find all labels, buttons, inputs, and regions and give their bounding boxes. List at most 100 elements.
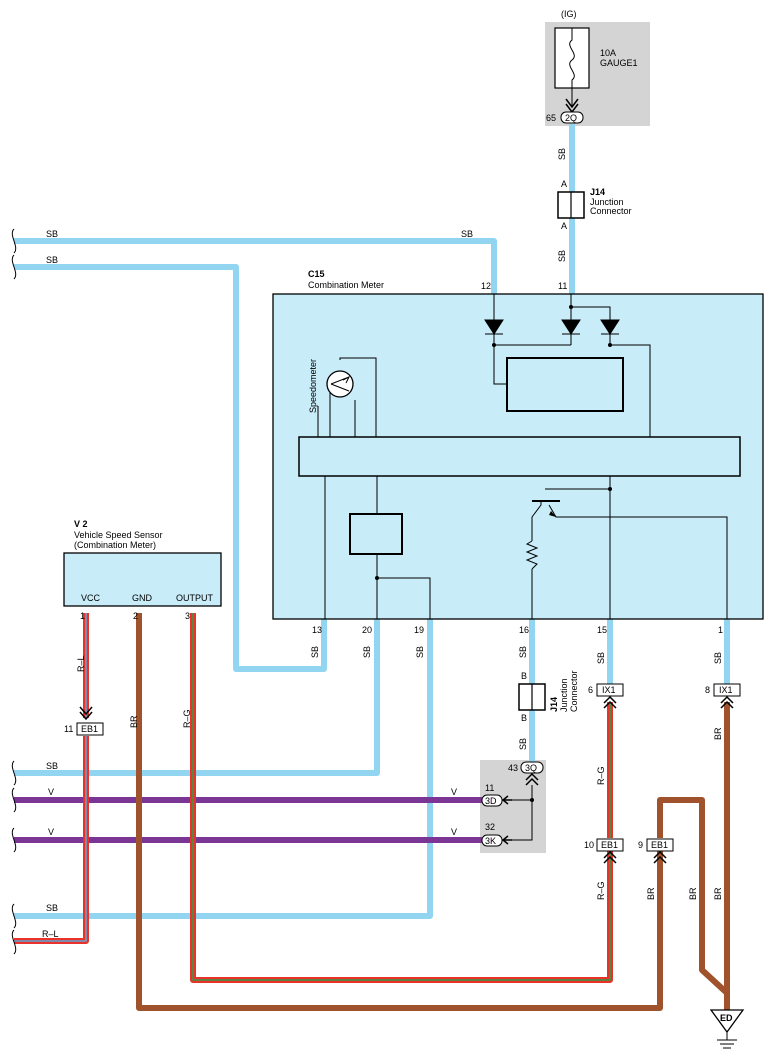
label-sb-row1: SB <box>46 761 58 771</box>
wire-sb-top1 <box>14 238 497 294</box>
connector-eb1-10-name: EB1 <box>601 840 618 850</box>
fuse-icon <box>569 28 575 88</box>
c3q-arrow-icon <box>525 772 539 786</box>
label-rl-row5: R–L <box>42 929 59 939</box>
label-br-eb1: BR <box>646 887 656 900</box>
sensor-id: V 2 <box>74 519 88 529</box>
fuse-rating: 10A <box>600 48 616 58</box>
j14-bottom-line1: Junction <box>559 678 569 712</box>
label-br-sensor: BR <box>129 715 139 728</box>
wire-rg-stripe <box>192 613 611 981</box>
connector-3q <box>520 761 544 774</box>
meter-pin-15: 15 <box>597 625 607 635</box>
junction-block-internal <box>512 785 533 841</box>
j14-top-pin-a1: A <box>561 179 567 189</box>
meter-id: C15 <box>308 269 325 279</box>
wire-break-symbols <box>11 228 17 955</box>
connector-eb1-11-pin: 11 <box>64 724 73 734</box>
connector-eb1-9-pin: 9 <box>638 840 643 850</box>
wire-sb-top2-pin13 <box>14 264 327 672</box>
diode-icons <box>484 319 620 335</box>
connector-3k-name: 3K <box>485 836 496 846</box>
sensor-gnd: GND <box>132 593 153 603</box>
meter-pin-20: 20 <box>362 625 372 635</box>
sensor-name: Vehicle Speed Sensor <box>74 530 163 540</box>
label-br-loop: BR <box>688 887 698 900</box>
j14-bottom-line2: Connector <box>569 670 579 712</box>
speedometer-needle-icon <box>330 375 351 392</box>
label-sb-pin16: SB <box>518 646 528 658</box>
connector-ix1-8-pin: 8 <box>705 685 710 695</box>
label-sb-top1-left: SB <box>46 229 58 239</box>
j14-top-pin-a2: A <box>561 221 567 231</box>
connector-ix1-6-name: IX1 <box>602 685 616 695</box>
j14-bottom-pin-b1: B <box>521 671 527 681</box>
label-sb-top2-left: SB <box>46 255 58 265</box>
connector-ix1-6-pin: 6 <box>588 685 593 695</box>
connector-3d-name: 3D <box>485 796 497 806</box>
label-v-row2-right: V <box>451 827 457 837</box>
j14-bottom-id: J14 <box>549 697 559 712</box>
c3k-arrow-icon <box>501 835 512 845</box>
j14-bottom-pin-b2: B <box>521 713 527 723</box>
meter-pin-11: 11 <box>558 281 567 291</box>
connector-2q-pin: 65 <box>546 113 556 123</box>
sensor-pin-1: 1 <box>80 611 85 621</box>
wire-br-gnd <box>136 613 663 1011</box>
label-sb-pin1: SB <box>713 652 723 664</box>
wire-sb-pin19 <box>14 619 433 919</box>
ix1-6-arrow-icon <box>603 695 617 709</box>
ground-icon <box>717 1032 737 1049</box>
ix1-8-arrow-icon <box>720 695 734 709</box>
label-sb-row4: SB <box>46 903 58 913</box>
connector-eb1-11 <box>76 722 104 736</box>
meter-ic-lower <box>349 513 403 555</box>
connector-3d <box>481 794 503 807</box>
junction-dot-4 <box>375 576 379 580</box>
transistor-arrow-icon <box>549 511 556 517</box>
connector-3d-pin: 11 <box>485 783 494 793</box>
wire-rl-stripe <box>14 613 87 942</box>
wire-sb-pin20 <box>14 619 380 776</box>
resistor-icon <box>525 540 539 570</box>
label-rl-sensor: R–L <box>76 655 86 672</box>
label-v-row1-right: V <box>451 787 457 797</box>
label-sb-top1-right: SB <box>461 229 473 239</box>
label-sb-fuse: SB <box>557 148 567 160</box>
sensor-sub: (Combination Meter) <box>74 540 156 550</box>
eb1-9-arrow-icon <box>653 850 667 864</box>
label-sb-pin15: SB <box>596 652 606 664</box>
j14-top-id: J14 <box>590 187 605 197</box>
connector-2q-label: 2Q <box>565 113 577 123</box>
label-br-ix1: BR <box>713 727 723 740</box>
c3d-arrow-icon <box>501 795 512 805</box>
connector-3k-pin: 32 <box>485 822 495 832</box>
label-rg-ix1: R–G <box>596 766 606 785</box>
meter-name: Combination Meter <box>308 280 384 290</box>
sensor-vcc: VCC <box>81 593 101 603</box>
meter-pin-1: 1 <box>718 625 723 635</box>
connector-3k <box>481 834 503 847</box>
label-rg-eb1: R–G <box>596 881 606 900</box>
label-sb-j14: SB <box>557 250 567 262</box>
junction-dot-1 <box>569 305 573 309</box>
label-sb-pin20: SB <box>362 646 372 658</box>
label-v-row2-left: V <box>48 827 54 837</box>
label-sb-j14-bottom: SB <box>518 738 528 750</box>
connector-eb1-10-pin: 10 <box>584 840 594 850</box>
meter-pin-16: 16 <box>519 625 529 635</box>
junction-dot-2 <box>492 343 496 347</box>
speedometer-icon <box>326 370 354 398</box>
j14-top-line1: Junction <box>590 197 624 207</box>
label-v-row1-left: V <box>48 787 54 797</box>
meter-pin-12: 12 <box>481 281 491 291</box>
label-rg-sensor: R–G <box>182 709 192 728</box>
wire-br-eb1-loop <box>657 797 730 996</box>
label-br-right: BR <box>713 887 723 900</box>
connector-3q-name: 3Q <box>525 763 537 773</box>
meter-pin-13: 13 <box>312 625 322 635</box>
sensor-pin-2: 2 <box>133 611 138 621</box>
ground-label: ED <box>720 1013 733 1023</box>
connector-eb1-11-name: EB1 <box>81 724 98 734</box>
